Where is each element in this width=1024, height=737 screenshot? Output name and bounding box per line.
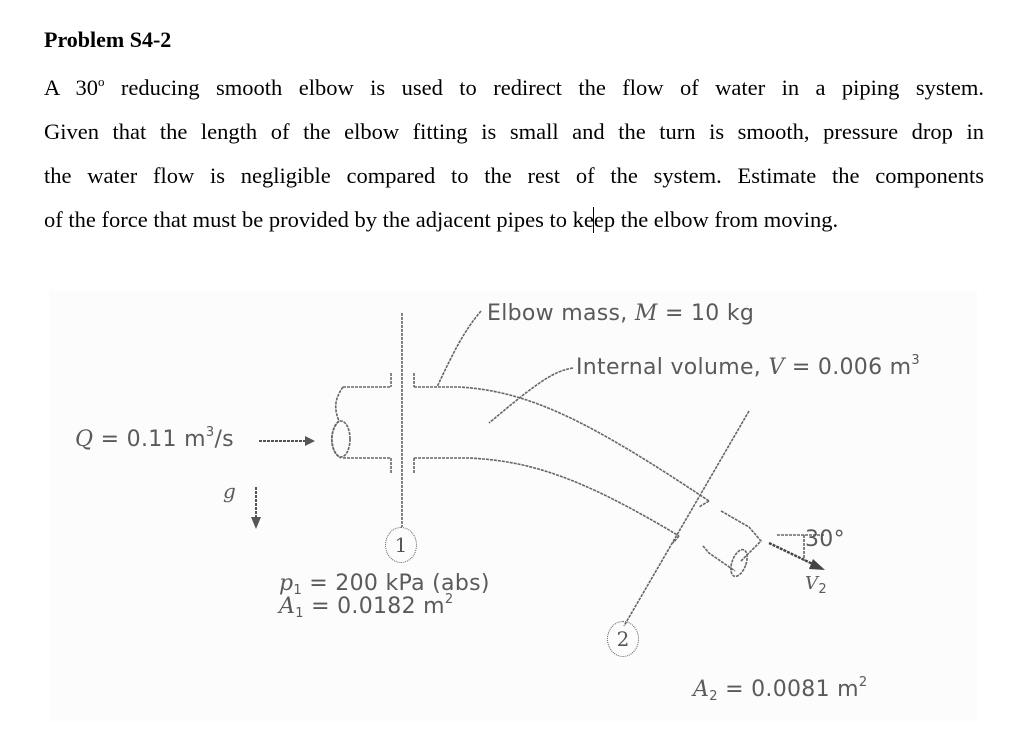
statement-line-3: the water flow is negligible compared to… [44, 163, 984, 188]
line-1-end: reducing smooth elbow is used to redirec… [104, 75, 984, 100]
flow-rate-label: Q = 0.11 m3/s [75, 426, 234, 452]
flow-rate-exponent: 3 [205, 425, 215, 440]
internal-volume-label: Internal volume, V = 0.006 m3 [576, 354, 920, 380]
mass-value: = 10 kg [657, 301, 755, 326]
gravity-label: g [223, 481, 236, 501]
a1-label: A1 = 0.0182 m2 [279, 593, 453, 621]
line-4-end: ep the elbow from moving. [593, 207, 839, 232]
p1-value: = 200 kPa (abs) [301, 571, 490, 596]
flow-rate-unit: /s [214, 427, 234, 452]
flow-rate-value: = 0.11 m [100, 427, 206, 452]
a1-symbol: A [279, 594, 296, 619]
statement-line-2: Given that the length of the elbow fitti… [44, 119, 984, 144]
a2-value: = 0.0081 m [717, 677, 859, 702]
mass-leader-line [436, 310, 482, 388]
v2-symbol: V [805, 573, 819, 594]
a2-label: A2 = 0.0081 m2 [693, 676, 867, 704]
problem-document: Problem S4-2 A 30o reducing smooth elbow… [44, 26, 984, 242]
a1-subscript: 1 [295, 606, 304, 621]
g-symbol: g [223, 479, 237, 503]
volume-leader-line [488, 367, 574, 424]
inlet-pipe-end [331, 420, 351, 458]
inlet-pipe-walls [343, 386, 391, 459]
problem-statement: A 30o reducing smooth elbow is used to r… [44, 66, 984, 242]
a1-value: = 0.0182 m [303, 594, 445, 619]
line-4-start: of the force that must be provided by th… [44, 207, 594, 232]
a2-symbol: A [693, 677, 710, 702]
p-subscript: 1 [293, 583, 302, 598]
statement-line-1: A 30o reducing smooth elbow is used to r… [44, 66, 984, 110]
elbow-inner-wall [414, 457, 680, 537]
elbow-outer-wall [414, 386, 710, 502]
m-symbol: M [634, 301, 658, 326]
section-2-line [623, 410, 750, 627]
v2-arrow [768, 541, 820, 569]
outlet-pipe-end [730, 548, 748, 578]
angle-label: 30° [805, 527, 845, 552]
mass-prefix: Elbow mass, [487, 301, 635, 326]
inlet-flange [390, 373, 415, 473]
a2-subscript: 2 [709, 689, 718, 704]
section-1-marker: 1 [385, 527, 417, 563]
elbow-diagram: Q = 0.11 m3/s g Elbow mass, M = 10 kg In… [49, 291, 977, 721]
p1-label: p1 = 200 kPa (abs) [279, 571, 490, 598]
v2-label: V2 [805, 573, 827, 597]
p-symbol: p [279, 571, 294, 596]
text-cursor [593, 207, 595, 233]
volume-exponent: 3 [911, 353, 920, 368]
v2-subscript: 2 [818, 582, 827, 597]
a2-exponent: 2 [858, 675, 868, 690]
degree-symbol: o [97, 74, 105, 89]
statement-line-4: of the force that must be provided by th… [44, 198, 984, 242]
a1-exponent: 2 [444, 592, 454, 607]
v-symbol: V [768, 355, 785, 380]
elbow-mass-label: Elbow mass, M = 10 kg [487, 303, 754, 325]
elbow-drawing [251, 310, 825, 627]
volume-prefix: Internal volume, [576, 355, 769, 380]
line-1-start: A 30 [44, 75, 98, 100]
section-2-marker: 2 [607, 621, 639, 657]
volume-value: = 0.006 m [784, 355, 912, 380]
q-symbol: Q [75, 427, 94, 452]
problem-title: Problem S4-2 [44, 27, 172, 52]
